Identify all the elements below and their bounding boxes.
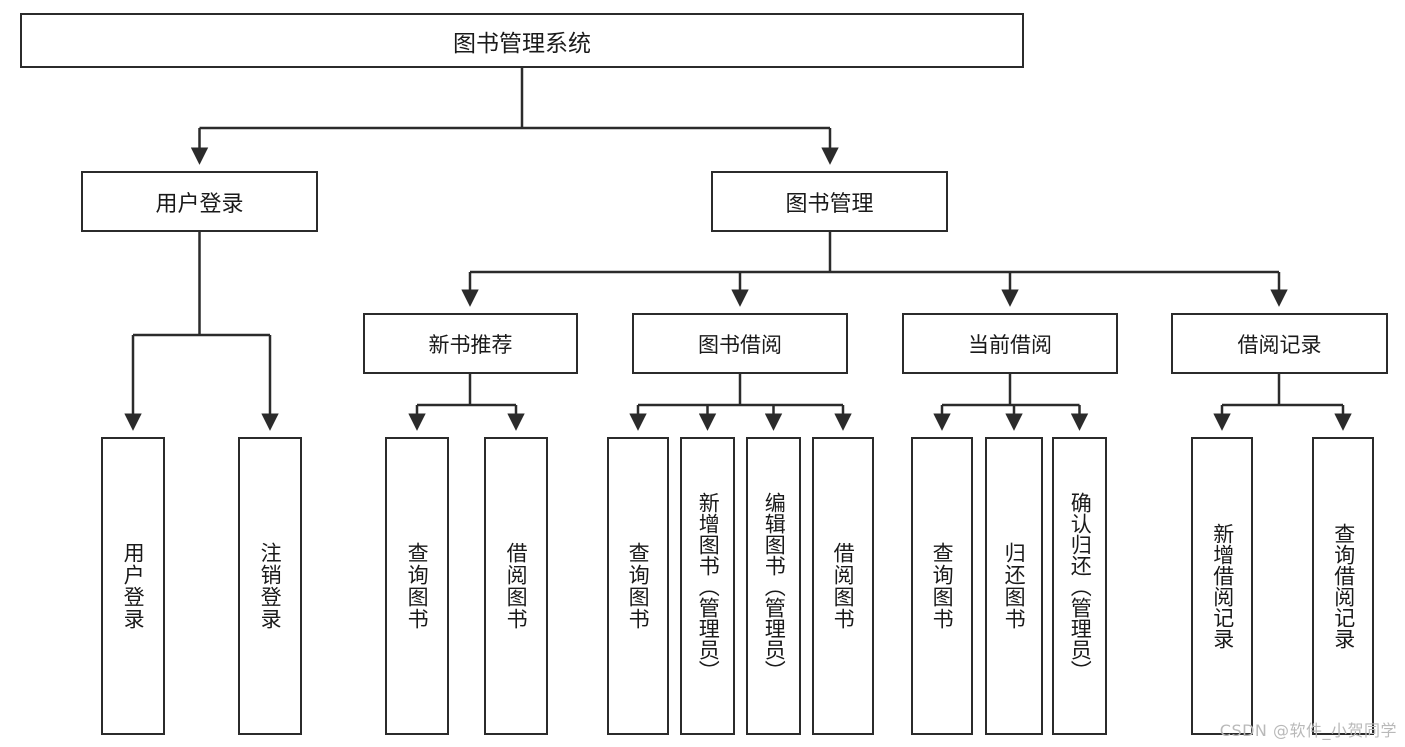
- csdn-watermark: CSDN @软件_小贺同学: [1219, 721, 1397, 740]
- leaf-node-label: 借阅图书: [504, 542, 529, 630]
- node-book-borrow-label: 图书借阅: [698, 332, 782, 357]
- node-new-book-recommend-label: 新书推荐: [428, 332, 513, 357]
- leaf-node[interactable]: 查询图书: [911, 437, 973, 735]
- leaf-node[interactable]: 查询图书: [385, 437, 449, 735]
- node-book-management[interactable]: 图书管理: [711, 171, 948, 232]
- leaf-node[interactable]: 注销登录: [238, 437, 302, 735]
- leaf-node-label: 新增图书（管理员）: [696, 491, 721, 681]
- node-book-borrow[interactable]: 图书借阅: [632, 313, 848, 374]
- leaf-node[interactable]: 确认归还（管理员）: [1052, 437, 1107, 735]
- leaf-node[interactable]: 用户登录: [101, 437, 165, 735]
- leaf-node[interactable]: 借阅图书: [484, 437, 548, 735]
- leaf-node-label: 查询借阅记录: [1331, 523, 1356, 649]
- leaf-node-label: 查询图书: [405, 542, 430, 630]
- node-borrow-record-label: 借阅记录: [1237, 332, 1322, 357]
- node-root-label: 图书管理系统: [453, 30, 591, 57]
- leaf-node-label: 用户登录: [121, 542, 146, 630]
- leaf-node[interactable]: 编辑图书（管理员）: [746, 437, 801, 735]
- node-user-login[interactable]: 用户登录: [81, 171, 318, 232]
- leaf-node-label: 编辑图书（管理员）: [762, 491, 787, 681]
- leaf-node[interactable]: 借阅图书: [812, 437, 874, 735]
- leaf-node[interactable]: 查询借阅记录: [1312, 437, 1374, 735]
- leaf-node-label: 查询图书: [626, 542, 651, 630]
- leaf-node-label: 新增借阅记录: [1210, 523, 1235, 649]
- leaf-node-label: 借阅图书: [831, 542, 856, 630]
- node-borrow-record[interactable]: 借阅记录: [1171, 313, 1388, 374]
- leaf-node-label: 确认归还（管理员）: [1068, 491, 1093, 681]
- node-current-borrow-label: 当前借阅: [968, 332, 1052, 357]
- node-current-borrow[interactable]: 当前借阅: [902, 313, 1118, 374]
- leaf-node[interactable]: 新增借阅记录: [1191, 437, 1253, 735]
- node-book-management-label: 图书管理: [785, 191, 874, 217]
- leaf-node[interactable]: 查询图书: [607, 437, 669, 735]
- leaf-node-label: 查询图书: [930, 542, 955, 630]
- leaf-node[interactable]: 归还图书: [985, 437, 1043, 735]
- leaf-node-label: 归还图书: [1002, 542, 1027, 630]
- node-new-book-recommend[interactable]: 新书推荐: [363, 313, 578, 374]
- leaf-node[interactable]: 新增图书（管理员）: [680, 437, 735, 735]
- node-root[interactable]: 图书管理系统: [20, 13, 1024, 68]
- leaf-node-label: 注销登录: [258, 542, 283, 630]
- node-user-login-label: 用户登录: [155, 191, 244, 217]
